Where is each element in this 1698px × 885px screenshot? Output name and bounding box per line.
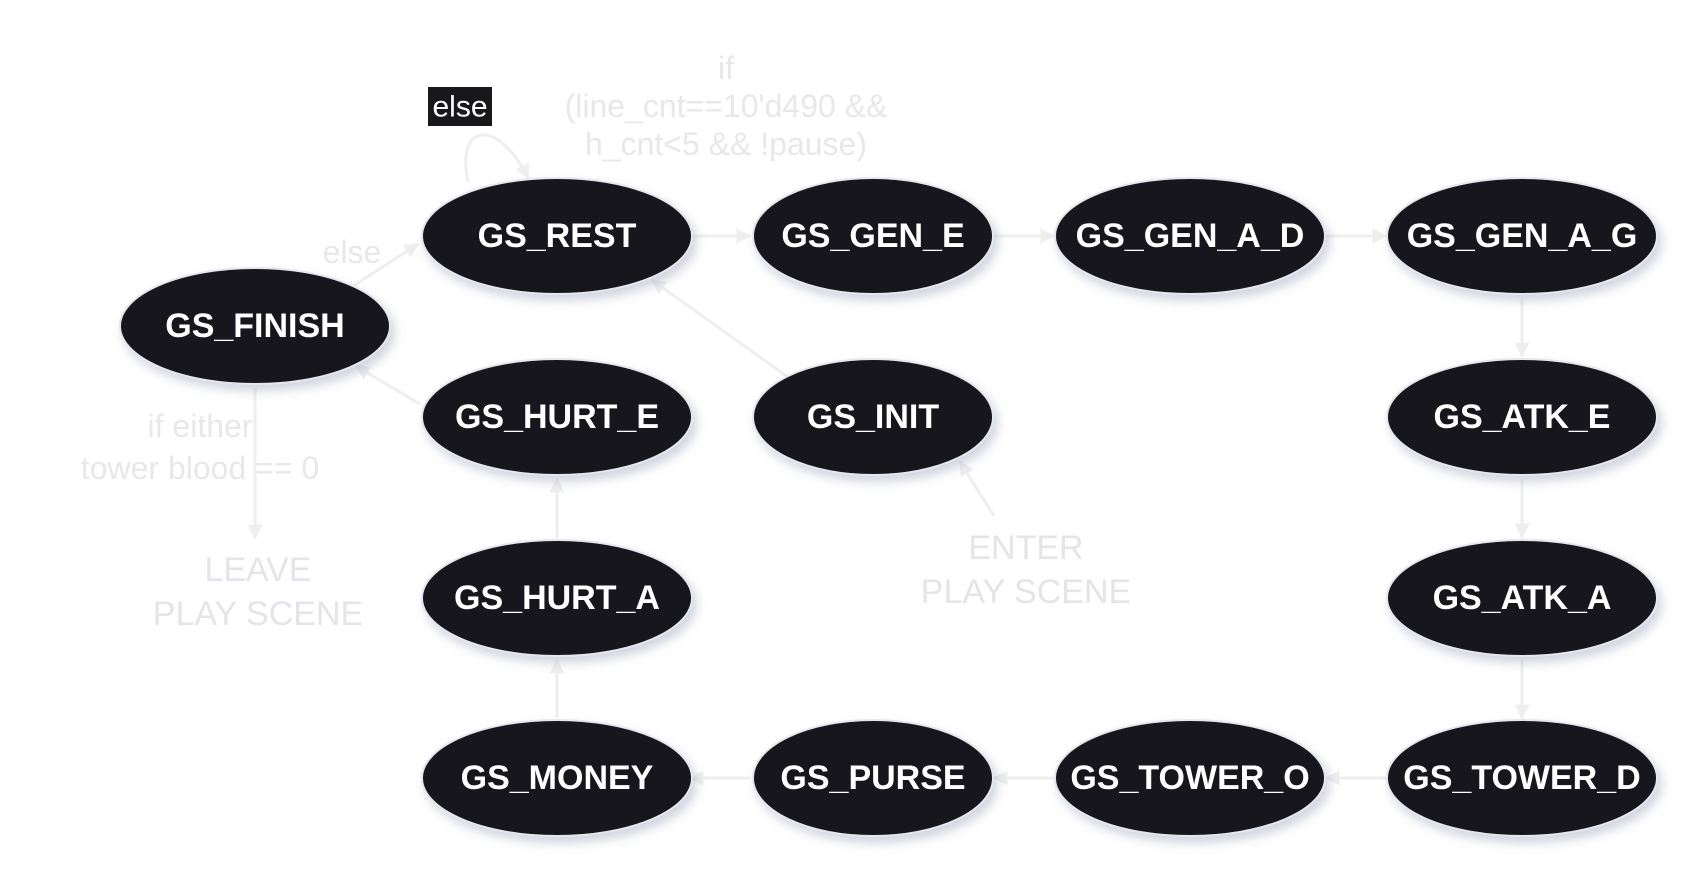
state-node-hurt-e: GS_HURT_E [421,358,693,476]
edges [247,133,1530,786]
rest-condition-line-2: (line_cnt==10'd490 && [565,88,888,124]
else-label-box [428,87,492,126]
state-label-gen-e: GS_GEN_E [781,217,964,255]
state-node-gen-a-g: GS_GEN_A_G [1386,177,1658,295]
finish-condition-line-2: tower blood == 0 [81,450,319,486]
state-label-hurt-a: GS_HURT_A [454,579,660,617]
state-label-init: GS_INIT [807,398,939,436]
state-node-atk-a: GS_ATK_A [1386,539,1658,657]
finish-to-rest-label: else [323,234,382,270]
state-label-hurt-e: GS_HURT_E [455,398,659,436]
state-label-purse: GS_PURSE [780,759,965,797]
state-label-gen-a-g: GS_GEN_A_G [1407,217,1638,255]
leave-label-line-1: LEAVE [204,551,311,589]
state-node-tower-o: GS_TOWER_O [1054,719,1326,837]
state-label-tower-o: GS_TOWER_O [1070,759,1309,797]
state-label-atk-e: GS_ATK_E [1434,398,1611,436]
state-label-atk-a: GS_ATK_A [1433,579,1612,617]
edge-init-to-rest [650,278,793,382]
state-node-money: GS_MONEY [421,719,693,837]
state-node-gen-a-d: GS_GEN_A_D [1054,177,1326,295]
state-label-money: GS_MONEY [461,759,654,797]
enter-label-line-2: PLAY SCENE [921,573,1131,611]
state-node-gen-e: GS_GEN_E [752,177,994,295]
state-label-finish: GS_FINISH [165,307,344,345]
state-node-finish: GS_FINISH [119,267,391,385]
state-label-tower-d: GS_TOWER_D [1403,759,1640,797]
edge-labels: else if (line_cnt==10'd490 && h_cnt<5 &&… [81,50,1131,633]
edge-enter-to-init [958,460,996,517]
state-node-rest: GS_REST [421,177,693,295]
state-label-gen-a-d: GS_GEN_A_D [1076,217,1305,255]
state-label-rest: GS_REST [478,217,637,255]
leave-label-line-2: PLAY SCENE [153,595,363,633]
rest-condition-line-3: h_cnt<5 && !pause) [585,126,867,162]
finish-condition-line-1: if either [148,408,253,444]
state-node-atk-e: GS_ATK_E [1386,358,1658,476]
edge-hurt-e-to-finish [354,364,421,406]
enter-label-line-1: ENTER [968,529,1083,567]
rest-condition-line-1: if [718,50,734,86]
state-node-init: GS_INIT [752,358,994,476]
else-self-label: else [432,91,487,124]
edge-rest-self-loop [464,133,530,183]
state-node-hurt-a: GS_HURT_A [421,539,693,657]
state-node-purse: GS_PURSE [752,719,994,837]
state-node-tower-d: GS_TOWER_D [1386,719,1658,837]
edge-finish-to-rest [349,242,420,290]
nodes: GS_FINISH GS_REST GS_GEN_E GS_GEN_A_D GS… [119,177,1658,837]
